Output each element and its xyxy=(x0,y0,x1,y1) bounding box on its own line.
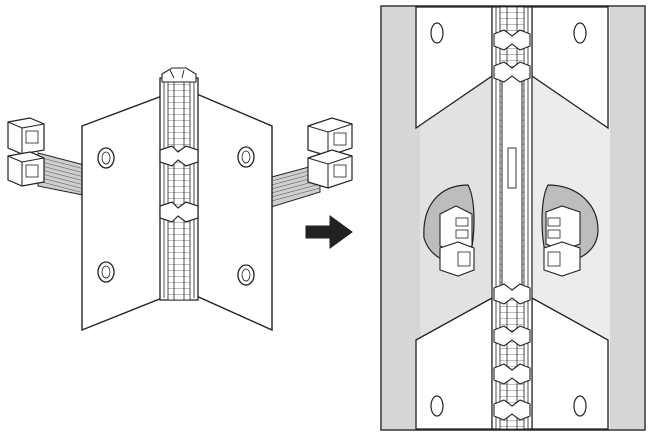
screw-hole-icon xyxy=(237,264,255,286)
cable-clip-icon xyxy=(493,325,531,347)
cable-clip-icon xyxy=(159,145,199,167)
right-installed-connector xyxy=(543,205,581,277)
left-exploded-view xyxy=(7,67,353,332)
screw-hole-icon xyxy=(97,147,115,169)
right-arrow-icon xyxy=(305,215,353,249)
left-connector-lower xyxy=(7,151,45,187)
left-ribbon-cable xyxy=(37,152,89,197)
left-installed-connector xyxy=(439,205,475,277)
screw-hole-icon xyxy=(237,146,255,168)
left-connector-upper xyxy=(7,117,45,155)
cable-clip-icon xyxy=(493,29,531,51)
cable-clip-icon xyxy=(493,61,531,83)
screw-hole-icon xyxy=(573,22,587,44)
screw-hole-icon xyxy=(573,395,587,417)
right-connector-upper xyxy=(307,117,353,157)
installed-hinge-spine xyxy=(491,6,533,430)
cable-clip-icon xyxy=(493,283,531,305)
hinge-spine xyxy=(159,67,199,301)
right-wall-cutout xyxy=(541,184,599,277)
left-hinge-leaf xyxy=(81,94,163,332)
upper-left-leaf xyxy=(415,6,493,130)
right-connector-lower xyxy=(307,149,353,189)
right-hinge-leaf xyxy=(191,90,273,332)
screw-hole-icon xyxy=(430,22,444,44)
screw-hole-icon xyxy=(97,261,115,283)
left-wall xyxy=(382,7,420,429)
cable-clip-icon xyxy=(493,399,531,421)
cable-clip-icon xyxy=(493,363,531,385)
screw-hole-icon xyxy=(430,395,444,417)
cable-clip-icon xyxy=(159,201,199,223)
left-wall-cutout xyxy=(423,184,475,277)
right-detail-view xyxy=(380,5,646,431)
